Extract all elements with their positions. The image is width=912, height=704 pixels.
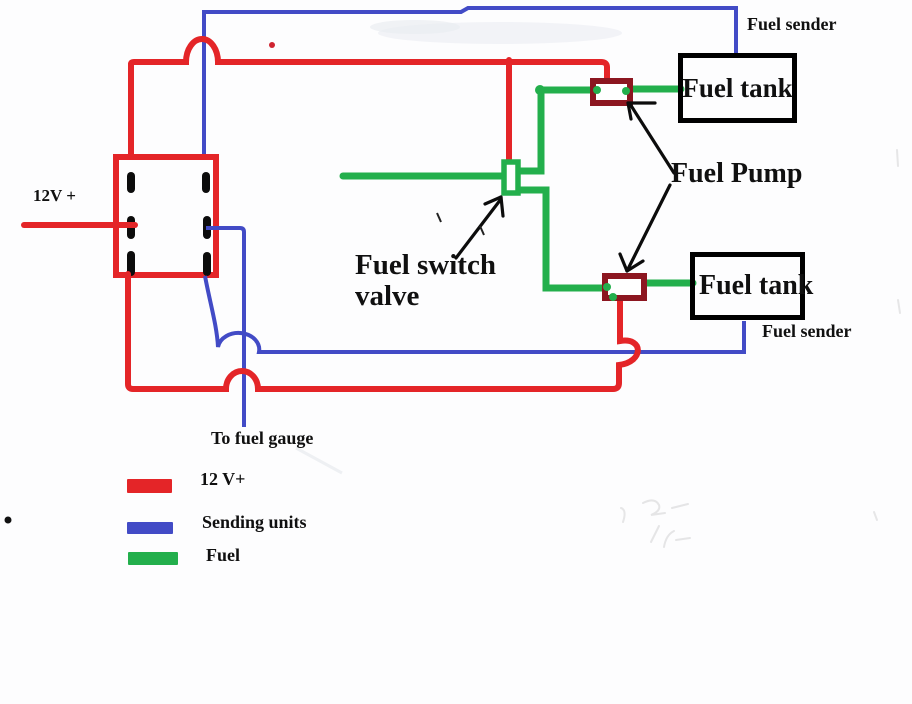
pump-top-pointer-arrow [626, 101, 676, 175]
pump-bottom-pointer-arrow [618, 183, 672, 273]
fuel-sender-bottom-label: Fuel sender [762, 321, 852, 341]
relay-pins [127, 172, 211, 276]
fuel-switch-valve-label: Fuel switch valve [355, 250, 496, 312]
legend-label-fuel: Fuel [206, 545, 240, 565]
sender-wire-top-tank [202, 6, 738, 156]
power-wire-bottom-run [125, 271, 641, 392]
legend-swatch-power [127, 479, 172, 493]
fuel-port-dots [535, 85, 630, 301]
scan-smudges [295, 20, 901, 548]
fuel-line-to-pump-bottom [513, 186, 609, 292]
fuel-line-to-pump-top [513, 86, 597, 175]
relay-box [113, 154, 219, 278]
fuel-switch-valve-body [501, 159, 521, 196]
stray-marks [4, 42, 485, 524]
fuel-tank-top-label: Fuel tank [682, 72, 793, 103]
fuel-tank-bottom: Fuel tank [690, 252, 813, 320]
legend-label-sender: Sending units [202, 512, 307, 532]
power-wire-top-run [128, 36, 610, 159]
fuel-switch-valve-label-line1: Fuel switch [355, 249, 496, 281]
fuel-tank-bottom-label: Fuel tank [699, 270, 814, 301]
to-fuel-gauge-label: To fuel gauge [211, 428, 314, 448]
legend-swatch-fuel [128, 552, 178, 565]
valve-pointer-arrow [454, 195, 505, 260]
sender-wire-bottom-tank [203, 275, 746, 354]
legend-label-power: 12 V+ [200, 469, 246, 489]
fuel-tank-top: Fuel tank [678, 53, 797, 123]
fuel-pump-top-box [590, 78, 633, 106]
fuel-sender-top-label: Fuel sender [747, 14, 837, 34]
sender-wire-to-gauge [206, 226, 246, 427]
fuel-switch-valve-label-line2: valve [355, 280, 420, 312]
fuel-pump-label: Fuel Pump [671, 158, 803, 189]
legend-swatch-sender [127, 522, 173, 534]
supply-label: 12V + [33, 186, 76, 205]
